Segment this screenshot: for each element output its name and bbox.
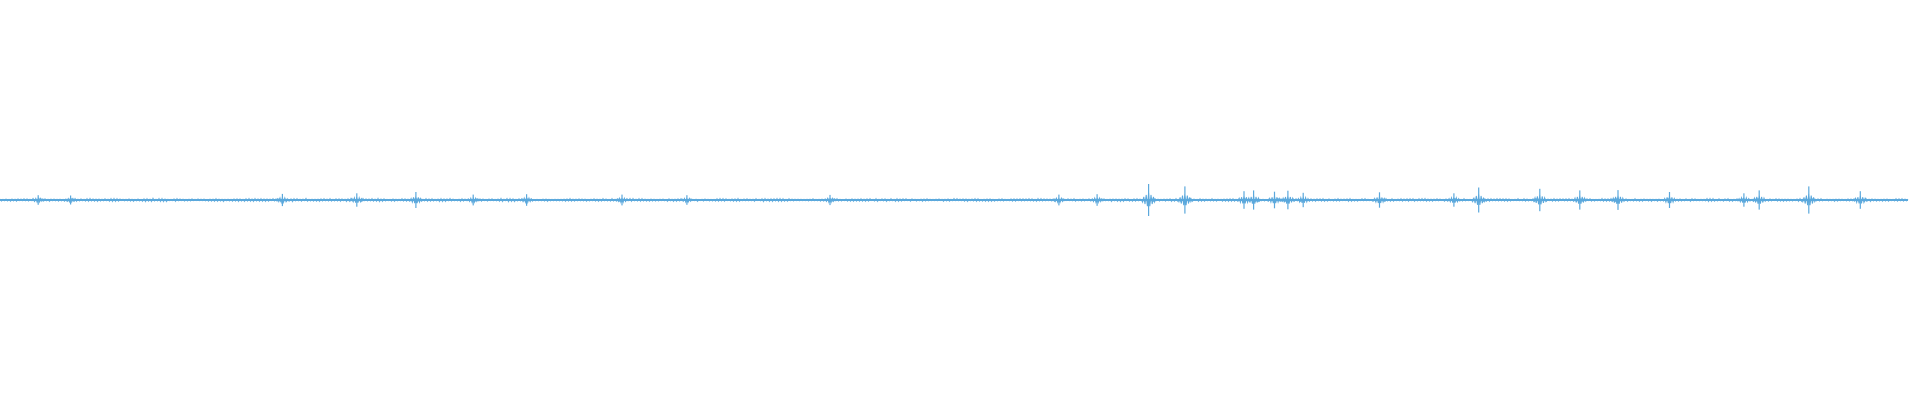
waveform-spike-burst — [519, 196, 535, 205]
waveform-spike-burst — [1245, 195, 1262, 204]
waveform-spike-burst — [408, 196, 424, 204]
waveform-spike-burst — [1751, 195, 1767, 204]
waveform-spike-burst — [30, 196, 46, 204]
waveform-spike-burst — [1471, 194, 1487, 205]
waveform-spike-burst — [1852, 195, 1868, 205]
waveform-envelope — [0, 197, 1909, 203]
waveform-spike-burst — [274, 196, 290, 205]
waveform-spike-burst — [822, 195, 838, 204]
waveform-spike-burst — [1140, 192, 1157, 207]
waveform-spike-burst — [1177, 193, 1193, 206]
waveform-spike-burst — [1266, 196, 1283, 204]
waveform-spike-burst — [1532, 194, 1548, 205]
waveform-spike-burst — [63, 196, 79, 204]
waveform-spike-burst — [1295, 195, 1311, 204]
waveform-spikes — [30, 184, 1868, 216]
waveform-spike-burst — [1572, 195, 1588, 204]
waveform-spike-burst — [1089, 196, 1105, 205]
waveform-spike-burst — [614, 195, 630, 204]
waveform-spike-burst — [1446, 195, 1462, 204]
waveform-spike-burst — [1661, 196, 1678, 204]
waveform-spike-burst — [1280, 195, 1296, 204]
waveform-spike-burst — [349, 195, 365, 204]
waveform-spike-burst — [1610, 195, 1626, 204]
waveform-spike-burst — [465, 195, 481, 204]
waveform-spike-burst — [1736, 195, 1752, 204]
waveform-spike-burst — [679, 196, 695, 204]
waveform-spike-burst — [1371, 196, 1388, 204]
waveform-spike-burst — [1051, 195, 1067, 204]
waveform-spike-burst — [1801, 193, 1817, 206]
